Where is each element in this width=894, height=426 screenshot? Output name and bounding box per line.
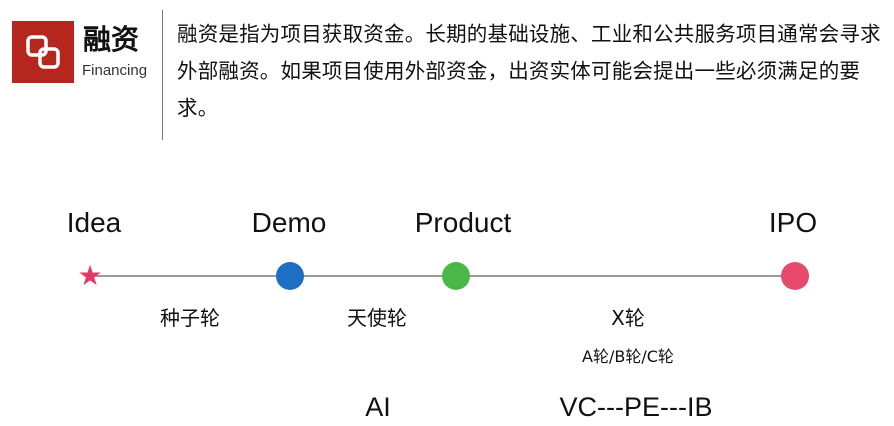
round-x: X轮 xyxy=(611,306,645,330)
star-icon: ★ xyxy=(77,259,103,292)
section-subtitle: Financing xyxy=(82,62,148,79)
round-x-detail: A轮/B轮/C轮 xyxy=(582,347,674,366)
stage-label-demo: Demo xyxy=(251,207,327,238)
linked-squares-icon xyxy=(26,35,60,69)
stage-label-idea: Idea xyxy=(66,207,122,238)
header-divider xyxy=(162,10,163,140)
section-title: 融资 xyxy=(83,23,140,56)
stage-dot-ipo xyxy=(781,262,809,290)
financing-icon xyxy=(12,21,74,83)
description-text: 融资是指为项目获取资金。长期的基础设施、工业和公共服务项目通常会寻求外部融资。如… xyxy=(177,22,881,120)
stage-label-ipo: IPO xyxy=(768,207,818,238)
round-angel: 天使轮 xyxy=(347,306,407,330)
round-seed: 种子轮 xyxy=(160,306,220,330)
stage-label-product: Product xyxy=(414,207,512,238)
investor-later: VC---PE---IB xyxy=(559,392,713,422)
stage-dot-product xyxy=(442,262,470,290)
stage-dot-demo xyxy=(276,262,304,290)
investor-angel: AI xyxy=(365,392,391,422)
